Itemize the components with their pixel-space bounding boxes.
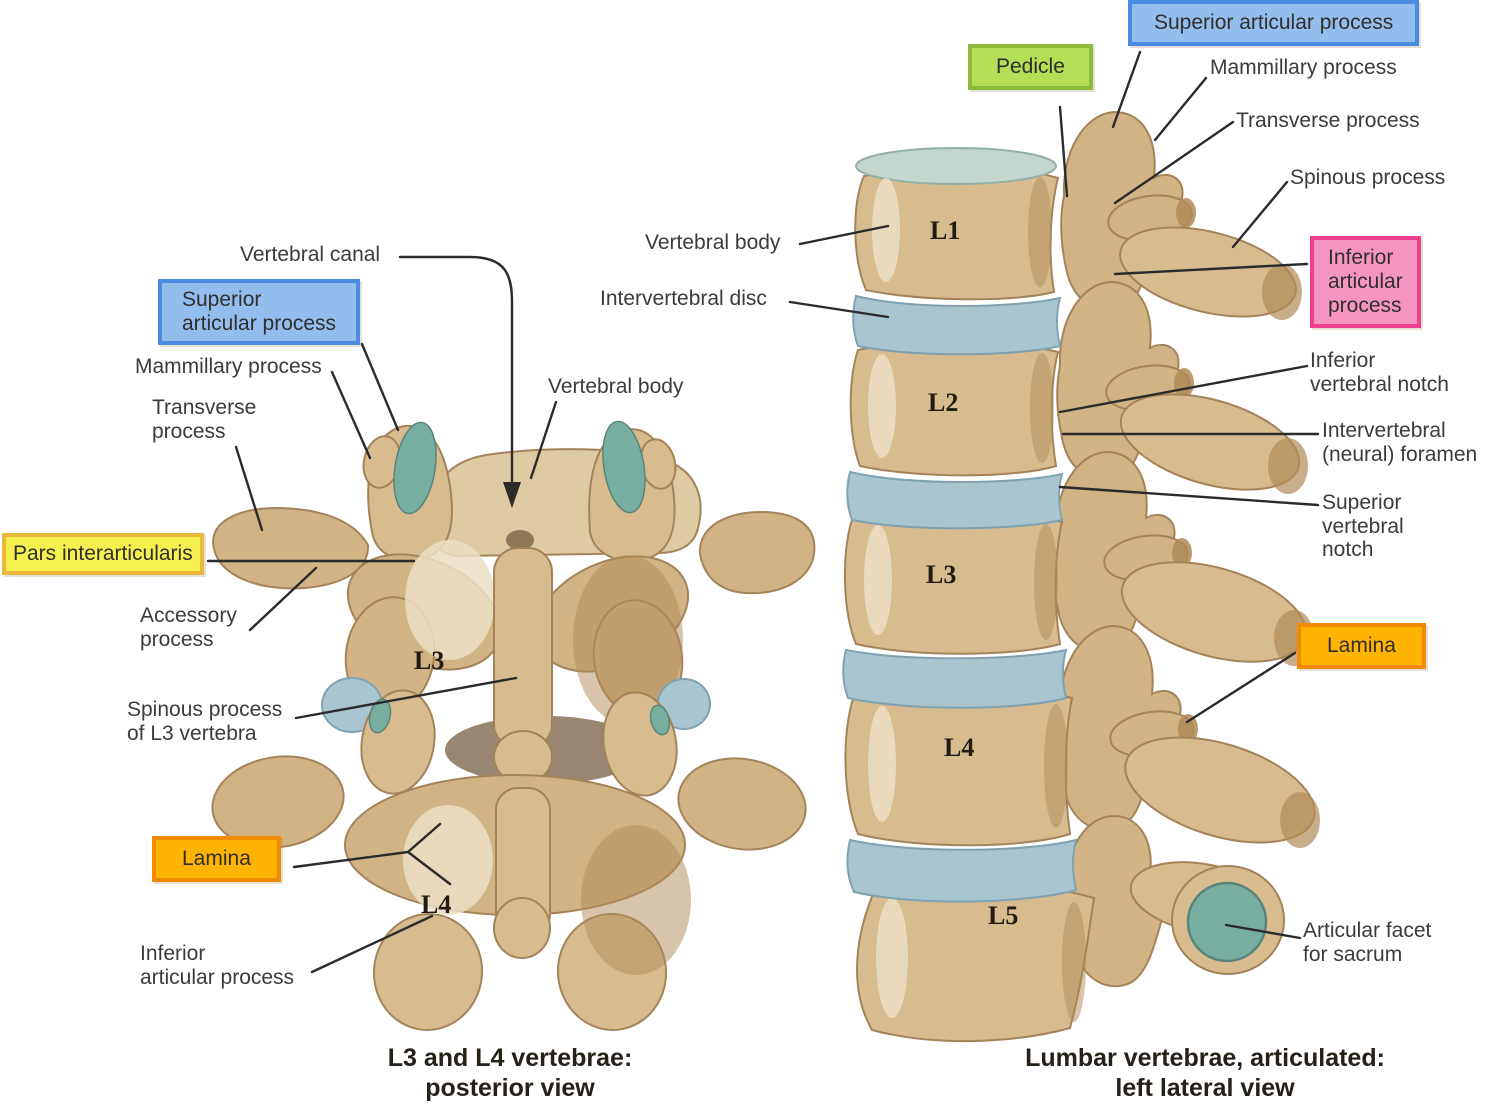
vertebral-canal-arrowhead-icon	[503, 482, 521, 508]
leader-transverse-process-right	[1113, 120, 1235, 205]
l3-transverse-process-left-shape	[212, 506, 370, 590]
bone-label-l2: L2	[928, 388, 959, 417]
lat-l2-body-shade	[1030, 353, 1054, 463]
lat-disc-l1-l2-shape	[852, 294, 1062, 356]
label-superior-articular-process-left: Superior articular process	[158, 279, 361, 346]
label-spinous-process-right: Spinous process	[1290, 166, 1446, 189]
l4-highlight-shape	[403, 805, 493, 915]
leader-accessory-process	[248, 566, 318, 632]
leader-inferior-articular-process-left	[310, 914, 434, 974]
lat-l2-body-highlight	[868, 354, 896, 458]
leader-transverse-process-left	[234, 445, 264, 532]
leader-superior-articular-process-left	[360, 342, 400, 432]
label-vertebral-canal: Vertebral canal	[240, 243, 381, 266]
l4-facet-left-shape	[368, 698, 392, 734]
label-transverse-process-right: Transverse process	[1236, 109, 1420, 132]
bone-label-l4-posterior: L4	[421, 890, 452, 919]
lat-l1-body-highlight	[872, 178, 900, 282]
lat-l1-transverse-cut-shape	[1176, 198, 1196, 228]
label-inferior-vertebral-notch: Inferior vertebral notch	[1310, 349, 1449, 396]
leader-spinous-process-right	[1231, 180, 1289, 249]
leader-vertebral-body-left	[529, 400, 558, 480]
l4-inferior-articular-process-left-shape	[372, 913, 484, 1031]
label-intervertebral-disc: Intervertebral disc	[600, 287, 767, 310]
leader-inferior-articular-process-right	[1113, 262, 1309, 276]
leader-articular-facet-for-sacrum	[1224, 923, 1302, 940]
label-vertebral-body-right: Vertebral body	[645, 231, 781, 254]
label-superior-articular-process-right: Superior articular process	[1128, 0, 1420, 47]
label-intervertebral-neural-foramen: Intervertebral (neural) foramen	[1322, 419, 1478, 466]
l4-facet-right-shape	[649, 704, 671, 736]
caption-posterior-view: L3 and L4 vertebrae: posterior view	[387, 1044, 633, 1102]
l3-shade-shape	[573, 555, 683, 725]
lat-l3-body-shade	[1034, 524, 1058, 640]
articular-facet-for-sacrum-shape	[1186, 881, 1268, 963]
lat-disc-l4-l5-shape	[846, 838, 1078, 903]
label-inferior-articular-process-right: Inferior articular process	[1310, 236, 1421, 329]
leader-vertebral-canal	[398, 255, 514, 486]
label-lamina-right: Lamina	[1297, 623, 1426, 670]
l3-facet-left-shape	[393, 421, 437, 515]
label-pars-interarticularis: Pars interarticularis	[2, 533, 204, 576]
lat-l4-body-shade	[1044, 704, 1068, 828]
label-articular-facet-for-sacrum: Articular facet for sacrum	[1303, 919, 1432, 966]
leader-intervertebral-disc	[788, 300, 890, 319]
caption-lateral-view: Lumbar vertebrae, articulated: left late…	[1025, 1044, 1385, 1102]
lat-l2-spinous-tip-shape	[1268, 438, 1308, 494]
leader-vertebral-body-right	[798, 224, 890, 246]
lat-l1-spinous-tip-shape	[1262, 264, 1302, 320]
l3-transverse-process-right-shape	[698, 510, 816, 595]
label-inferior-articular-process-left: Inferior articular process	[140, 942, 295, 989]
label-accessory-process: Accessory process	[140, 604, 237, 651]
leader-lamina-right	[1185, 651, 1297, 724]
lat-l5-body-highlight	[876, 898, 908, 1018]
label-vertebral-body-left: Vertebral body	[548, 375, 684, 398]
bone-label-l5: L5	[988, 901, 1019, 930]
label-superior-vertebral-notch: Superior vertebral notch	[1322, 491, 1404, 562]
leader-superior-vertebral-notch	[1058, 485, 1320, 507]
vertebral-canal-opening-shape	[506, 530, 534, 550]
label-lamina-left: Lamina	[152, 836, 281, 883]
l4-shade-shape	[581, 825, 691, 975]
leader-spinous-process-l3	[294, 676, 518, 720]
l4-spinous-tip-shape	[493, 897, 551, 959]
lat-l3-body-highlight	[864, 525, 892, 635]
lat-l4-body-highlight	[868, 706, 896, 822]
label-spinous-process-l3: Spinous process of L3 vertebra	[127, 698, 283, 745]
posterior-view-illustration	[211, 420, 816, 1031]
label-mammillary-process-left: Mammillary process	[135, 355, 322, 378]
l4-transverse-process-right-shape	[677, 757, 807, 851]
l4-transverse-process-left-shape	[211, 755, 345, 849]
leader-superior-articular-process-right	[1111, 50, 1142, 129]
l3-highlight-shape	[405, 540, 495, 660]
leader-mammillary-process-left	[330, 370, 372, 460]
lateral-view-illustration	[842, 110, 1320, 1043]
lat-l5-body-shade	[1062, 902, 1086, 1022]
leader-inferior-vertebral-notch	[1058, 364, 1309, 414]
leader-pedicle	[1058, 105, 1069, 198]
l3-spinous-process-shape	[493, 547, 553, 749]
bone-label-l3: L3	[926, 560, 957, 589]
bone-label-l4: L4	[944, 733, 975, 762]
label-transverse-process-left: Transverse process	[152, 396, 257, 443]
leader-mammillary-process-right	[1153, 76, 1208, 142]
l3-facet-right-shape	[602, 420, 646, 514]
lat-disc-l2-l3-shape	[846, 470, 1064, 530]
label-mammillary-process-right: Mammillary process	[1210, 56, 1397, 79]
lat-disc-l3-l4-shape	[842, 648, 1068, 709]
bone-label-l3-posterior: L3	[414, 646, 445, 675]
leader-lines	[206, 50, 1320, 974]
bone-label-l1: L1	[930, 216, 961, 245]
lat-l1-endplate-shape	[855, 147, 1057, 185]
lat-l4-spinous-tip-shape	[1280, 792, 1320, 848]
leader-lamina-left	[292, 822, 452, 886]
lat-l1-body-shade	[1028, 177, 1052, 287]
label-pedicle: Pedicle	[968, 44, 1093, 91]
lat-l3-transverse-cut-shape	[1172, 538, 1192, 568]
